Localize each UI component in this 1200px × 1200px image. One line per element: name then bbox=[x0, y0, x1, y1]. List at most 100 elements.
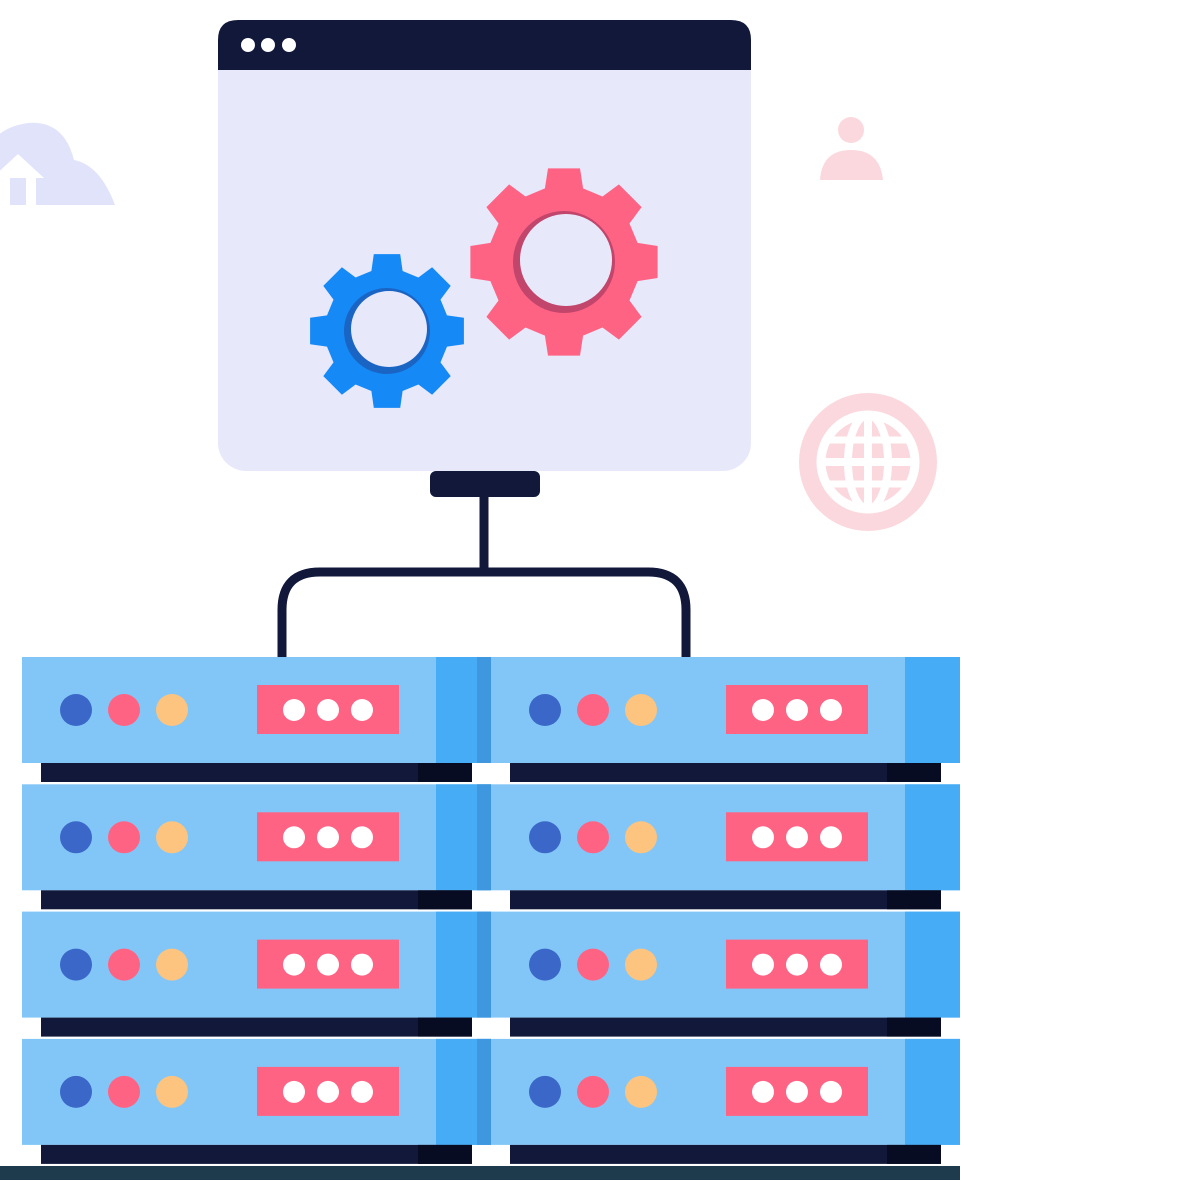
panel-dot bbox=[317, 699, 339, 721]
server-shelf-shadow bbox=[418, 763, 472, 782]
server-shelf bbox=[41, 1017, 472, 1037]
status-led-blue bbox=[529, 948, 561, 981]
server-shelf bbox=[41, 763, 472, 782]
status-led-blue bbox=[529, 1075, 561, 1108]
server-side-shadow bbox=[477, 911, 491, 1018]
panel-dot bbox=[283, 953, 305, 976]
floor-line bbox=[0, 1166, 960, 1180]
status-led-yellow bbox=[625, 694, 657, 726]
status-led-pink bbox=[577, 821, 609, 854]
panel-dot bbox=[786, 826, 808, 849]
server-shelf-shadow bbox=[887, 890, 941, 910]
status-led-pink bbox=[108, 948, 140, 981]
panel-dot bbox=[786, 1080, 808, 1103]
window-stand bbox=[430, 471, 540, 497]
server-unit bbox=[491, 911, 960, 1037]
server-side-shadow bbox=[477, 784, 491, 891]
status-led-pink bbox=[577, 948, 609, 981]
status-led-blue bbox=[60, 821, 92, 854]
browser-window bbox=[218, 20, 751, 471]
status-led-pink bbox=[108, 821, 140, 854]
panel-dot bbox=[283, 699, 305, 721]
server-shelf bbox=[41, 1144, 472, 1164]
server-side-panel bbox=[905, 784, 960, 891]
server-front bbox=[22, 911, 491, 1018]
gear-icon bbox=[470, 168, 658, 356]
status-led-pink bbox=[577, 1075, 609, 1108]
panel-dot bbox=[351, 1080, 373, 1103]
server-shelf-shadow bbox=[887, 763, 941, 782]
server-side-panel bbox=[905, 657, 960, 763]
panel-dot bbox=[820, 953, 842, 976]
status-led-blue bbox=[60, 948, 92, 981]
gear-hole bbox=[520, 214, 612, 306]
server-unit bbox=[22, 784, 491, 910]
status-led-blue bbox=[529, 694, 561, 726]
connector-line bbox=[277, 497, 691, 657]
server-side-panel bbox=[905, 911, 960, 1018]
server-shelf-shadow bbox=[418, 1017, 472, 1037]
status-led-yellow bbox=[156, 948, 188, 981]
server-unit bbox=[22, 657, 491, 782]
panel-dot bbox=[752, 826, 774, 849]
status-led-yellow bbox=[625, 1075, 657, 1108]
panel-dot bbox=[752, 953, 774, 976]
server-front bbox=[491, 911, 960, 1018]
panel-dot bbox=[317, 1080, 339, 1103]
server-shelf-shadow bbox=[418, 1144, 472, 1164]
server-unit bbox=[22, 911, 491, 1037]
status-led-yellow bbox=[156, 694, 188, 726]
status-led-pink bbox=[577, 694, 609, 726]
server-shelf-shadow bbox=[887, 1144, 941, 1164]
status-led-yellow bbox=[156, 1075, 188, 1108]
status-led-blue bbox=[529, 821, 561, 854]
status-led-yellow bbox=[625, 948, 657, 981]
network-connector bbox=[277, 471, 691, 657]
server-front bbox=[22, 784, 491, 891]
status-led-blue bbox=[60, 694, 92, 726]
server-shelf bbox=[510, 763, 941, 782]
server-unit bbox=[491, 784, 960, 910]
user-body bbox=[820, 150, 883, 180]
panel-dot bbox=[820, 826, 842, 849]
gear-icon bbox=[310, 254, 464, 408]
window-dot bbox=[261, 38, 275, 52]
server-shelf bbox=[510, 1017, 941, 1037]
gear-hole bbox=[351, 291, 427, 367]
panel-dot bbox=[820, 699, 842, 721]
user-head bbox=[838, 117, 864, 143]
server-unit bbox=[22, 1038, 491, 1164]
server-rack bbox=[22, 657, 960, 1164]
server-shelf-shadow bbox=[887, 1017, 941, 1037]
cloud-upload-icon bbox=[0, 122, 115, 205]
status-led-pink bbox=[108, 694, 140, 726]
panel-dot bbox=[820, 1080, 842, 1103]
panel-dot bbox=[351, 826, 373, 849]
window-dot bbox=[241, 38, 255, 52]
server-shelf bbox=[510, 1144, 941, 1164]
panel-dot bbox=[283, 826, 305, 849]
server-unit bbox=[491, 657, 960, 782]
panel-dot bbox=[351, 953, 373, 976]
panel-dot bbox=[786, 699, 808, 721]
window-control-dots bbox=[241, 38, 296, 52]
globe-icon bbox=[799, 393, 937, 531]
server-side-panel bbox=[905, 1038, 960, 1145]
server-unit bbox=[491, 1038, 960, 1164]
server-front bbox=[22, 1038, 491, 1145]
server-shelf bbox=[41, 890, 472, 910]
server-front bbox=[491, 1038, 960, 1145]
panel-dot bbox=[317, 826, 339, 849]
panel-dot bbox=[752, 699, 774, 721]
status-led-pink bbox=[108, 1075, 140, 1108]
server-shelf-shadow bbox=[418, 890, 472, 910]
status-led-yellow bbox=[625, 821, 657, 854]
user-icon bbox=[820, 117, 883, 180]
window-dot bbox=[282, 38, 296, 52]
upload-arrow bbox=[0, 154, 44, 205]
window-titlebar bbox=[218, 20, 751, 70]
server-side-shadow bbox=[477, 1038, 491, 1145]
panel-dot bbox=[786, 953, 808, 976]
panel-dot bbox=[752, 1080, 774, 1103]
